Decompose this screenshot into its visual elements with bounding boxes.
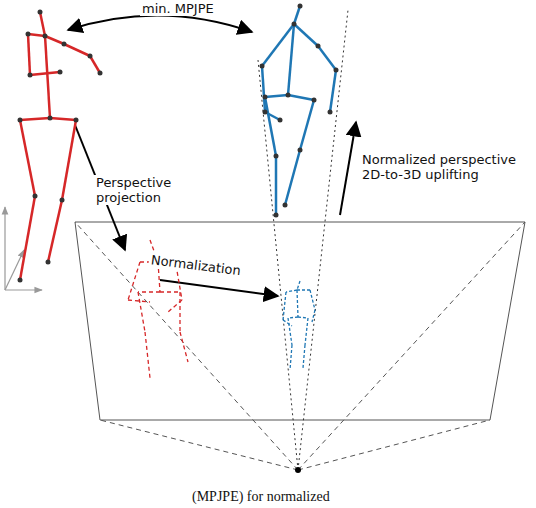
skeleton-bone [180, 332, 188, 362]
skeleton-joint [286, 93, 291, 98]
skeleton-bone [28, 34, 30, 75]
skeleton-bone [48, 200, 62, 262]
skeleton-joint [263, 95, 268, 100]
skeleton-bone [312, 310, 315, 322]
skeleton-bone [283, 292, 286, 320]
skeleton-bone [275, 156, 278, 215]
skeleton-bone [297, 290, 298, 317]
skeleton-joint [62, 42, 67, 47]
skeleton-joint [328, 110, 333, 115]
skeleton-joint [48, 116, 53, 121]
arrow-label: Normalized perspective 2D-to-3D upliftin… [360, 152, 532, 182]
arrow-label: Perspective projection [94, 175, 194, 205]
skeleton-joint [98, 71, 103, 76]
skeleton-bone [90, 56, 100, 73]
skeleton-joint [334, 68, 339, 73]
skeleton-bone [288, 95, 314, 100]
skeleton-joint [60, 198, 65, 203]
skeleton-joint [26, 32, 31, 37]
skeleton-bone [290, 345, 292, 370]
skeleton-bone [297, 289, 310, 290]
skeleton-bone [20, 120, 35, 196]
skeleton-bone [40, 12, 45, 36]
skeleton-joint [312, 98, 317, 103]
skeleton-bone [288, 24, 294, 95]
skeleton-joint [43, 34, 48, 39]
skeleton-bone [298, 317, 308, 318]
skeleton-bone [30, 72, 60, 75]
skeleton-joint [28, 73, 33, 78]
coordinate-axes [5, 207, 42, 290]
skeleton-bone [50, 118, 76, 120]
skeleton-bone [262, 24, 294, 66]
skeleton-bone [262, 66, 265, 112]
skeleton-bone [265, 95, 288, 97]
skeleton-bone [288, 318, 292, 345]
skeleton-joint [38, 10, 43, 15]
skeleton-bone [285, 150, 300, 205]
skeleton-bone [179, 292, 180, 332]
image-plane [75, 222, 525, 420]
skeleton-joint [298, 148, 303, 153]
arrow-label: Normalization [148, 252, 243, 278]
skeleton-bone [265, 97, 276, 156]
skeleton-bone [62, 120, 76, 200]
skeleton-joint [283, 203, 288, 208]
skeleton-bone [45, 36, 50, 118]
skeleton-joint [263, 110, 268, 115]
skeleton-bone [294, 6, 300, 24]
skeleton-joint [298, 4, 303, 9]
skeleton-bone [310, 290, 315, 310]
skeletons [18, 4, 339, 379]
skeleton-joint [260, 64, 265, 69]
skeleton-bone [20, 118, 50, 120]
caption-fragment: (MPJPE) for normalized [190, 489, 332, 505]
skeleton-joint [18, 278, 23, 283]
skeleton-bone [318, 46, 336, 70]
skeleton-bone [138, 291, 160, 292]
arrow-label: min. MPJPE [140, 1, 216, 16]
skeleton-bone [20, 196, 35, 280]
projection-rays [258, 10, 348, 470]
camera-center [295, 467, 301, 473]
skeleton-joint [316, 44, 321, 49]
skeleton-bone [283, 320, 292, 326]
skeleton-joint [18, 118, 23, 123]
skeleton-bone [64, 44, 90, 56]
skeleton-joint [274, 213, 279, 218]
skeleton-joint [278, 118, 283, 123]
skeleton-joint [292, 22, 297, 27]
skeleton-joint [274, 154, 279, 159]
skeleton-bone [45, 36, 64, 44]
skeleton-joint [74, 118, 79, 123]
comparison-arrow [68, 15, 252, 32]
skeleton-joint [88, 54, 93, 59]
skeleton-bone [286, 290, 297, 292]
skeleton-bone [288, 317, 298, 318]
skeleton-bone [300, 100, 314, 150]
skeleton-bone [28, 34, 45, 36]
skeleton-bone [305, 318, 308, 345]
skeleton-joint [33, 194, 38, 199]
skeleton-bone [138, 292, 145, 332]
skeleton-joint [46, 260, 51, 265]
skeleton-bone [294, 24, 318, 46]
skeleton-bone [160, 291, 180, 292]
normalization-arrow [160, 280, 278, 296]
skeleton-joint [58, 70, 63, 75]
frustum-lines [75, 222, 525, 470]
skeleton-bone [145, 332, 150, 378]
skeleton-bone [330, 70, 336, 112]
uplifting-arrow [340, 122, 356, 215]
skeleton-bone [297, 281, 300, 290]
skeleton-bone [303, 345, 305, 368]
